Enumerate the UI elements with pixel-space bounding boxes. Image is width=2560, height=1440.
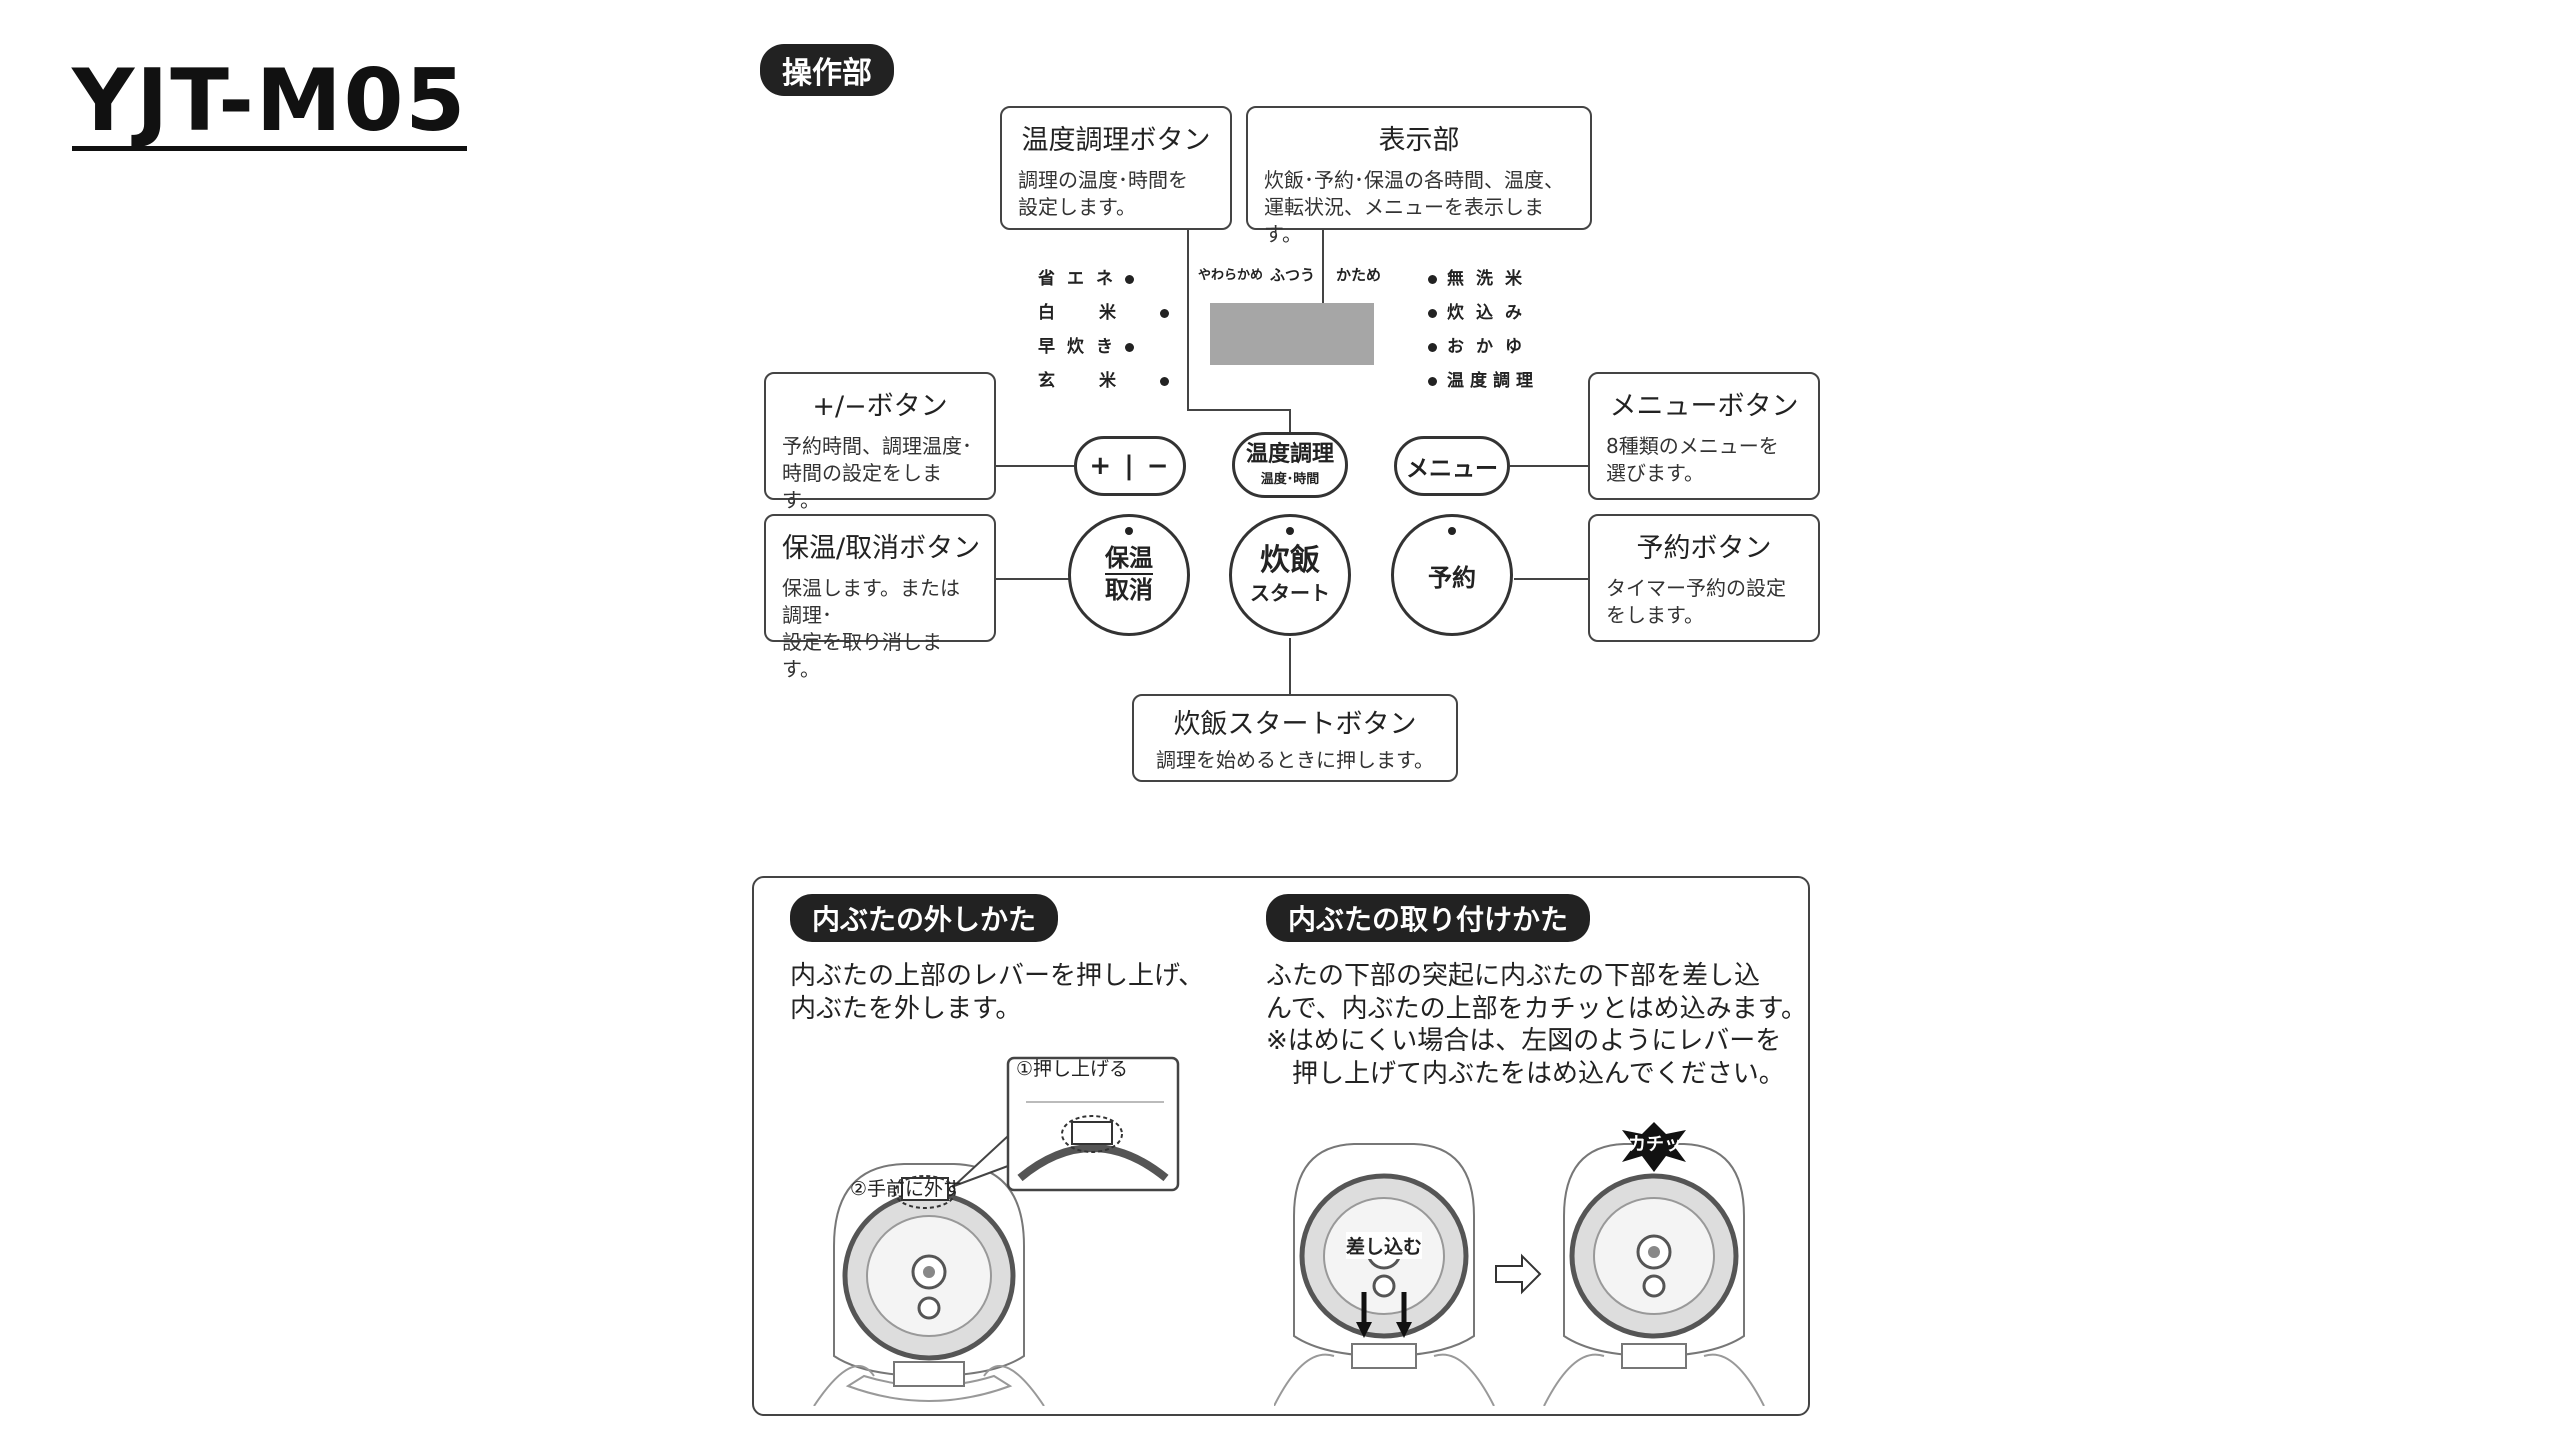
level-normal: ふつう: [1270, 266, 1316, 284]
connector-line: [996, 578, 1070, 580]
indicator-okayu: おかゆ: [1428, 332, 1534, 357]
callout-desc: 8種類のメニューを 選びます。: [1606, 434, 1779, 485]
callout-title: 保温/取消ボタン: [782, 533, 981, 564]
callout-desc: 炊飯･予約･保温の各時間、温度、 運転状況、メニューを表示します。: [1264, 168, 1564, 246]
callout-temp-button: 温度調理ボタン 調理の温度･時間を 設定します。: [1000, 106, 1232, 230]
indicator-dot: [1160, 376, 1169, 386]
step2-label: ②手前に外す: [850, 1178, 963, 1200]
connector-line: [1289, 409, 1291, 435]
heading-remove-inner-lid: 内ぶたの外しかた: [790, 894, 1059, 942]
callout-display: 表示部 炊飯･予約･保温の各時間、温度、 運転状況、メニューを表示します。: [1246, 106, 1592, 246]
menu-button[interactable]: メニュー: [1394, 436, 1510, 496]
remove-lid-illustration: [813, 1056, 1180, 1406]
led-indicator: [1448, 527, 1456, 535]
indicator-temp-cooking: 温度調理: [1428, 366, 1539, 391]
indicator-takikomi: 炊込み: [1428, 298, 1534, 323]
remove-instructions: 内ぶたの上部のレバーを押し上げ、 内ぶたを外します。: [790, 961, 1205, 1024]
callout-title: 炊飯スタートボタン: [1173, 709, 1417, 740]
keepwarm-label: 保温: [1105, 544, 1153, 575]
connector-line: [1514, 578, 1588, 580]
callout-plusminus-button: +/−ボタン 予約時間、調理温度･ 時間の設定をします。: [764, 372, 996, 512]
connector-line: [1510, 465, 1588, 467]
start-button[interactable]: 炊飯 スタート: [1229, 514, 1351, 636]
indicator-dot: [1428, 308, 1437, 318]
indicator-dot: [1125, 342, 1134, 352]
heading-attach-inner-lid: 内ぶたの取り付けかた: [1266, 894, 1591, 942]
callout-reserve-button: 予約ボタン タイマー予約の設定 をします。: [1588, 514, 1820, 642]
insert-label: 差し込む: [1346, 1232, 1423, 1259]
callout-title: +/−ボタン: [812, 391, 948, 422]
indicator-dot: [1160, 308, 1169, 318]
keepwarm-cancel-button[interactable]: 保温 取消: [1068, 514, 1190, 636]
reserve-label: 予約: [1428, 563, 1476, 592]
indicator-dot: [1428, 274, 1437, 284]
callout-desc: 予約時間、調理温度･ 時間の設定をします。: [782, 434, 972, 512]
attach-instructions: ふたの下部の突起に内ぶたの下部を差し込 んで、内ぶたの上部をカチッとはめ込みます…: [1266, 961, 1808, 1089]
click-sound-label: カチッ: [1628, 1134, 1682, 1155]
callout-title: メニューボタン: [1609, 391, 1799, 422]
indicator-dot: [1428, 342, 1437, 352]
indicator-eco: 省エネ: [1038, 264, 1134, 289]
callout-desc: タイマー予約の設定 をします。: [1606, 576, 1786, 627]
temp-cooking-label: 温度調理: [1245, 442, 1334, 468]
inner-lid-instructions-panel: 内ぶたの外しかた 内ぶたの上部のレバーを押し上げ、 内ぶたを外します。 内ぶたの…: [752, 876, 1810, 1416]
document-title: YJT-M05: [72, 51, 468, 151]
indicator-quick: 早炊き: [1038, 332, 1134, 357]
indicator-white-rice: 白米: [1038, 298, 1169, 323]
indicator-dot: [1125, 274, 1134, 284]
indicator-dot: [1428, 376, 1437, 386]
connector-line: [1187, 409, 1291, 411]
connector-line: [1289, 638, 1291, 694]
callout-keepwarm-button: 保温/取消ボタン 保温します。または調理･ 設定を取り消します。: [764, 514, 996, 681]
connector-line: [1322, 230, 1324, 303]
start-main-label: 炊飯: [1260, 543, 1320, 578]
callout-start-button: 炊飯スタートボタン 調理を始めるときに押します。: [1132, 694, 1458, 782]
led-indicator: [1125, 527, 1133, 535]
indicator-musenmai: 無洗米: [1428, 264, 1534, 289]
temp-cooking-button[interactable]: 温度調理 温度･時間: [1232, 432, 1348, 498]
connector-line: [1187, 230, 1189, 410]
level-firm: かため: [1336, 266, 1382, 284]
level-soft: やわらかめ: [1198, 268, 1264, 283]
step1-label: ①押し上げる: [1016, 1058, 1129, 1080]
temp-cooking-sublabel: 温度･時間: [1260, 471, 1320, 487]
callout-title: 表示部: [1378, 125, 1460, 156]
callout-menu-button: メニューボタン 8種類のメニューを 選びます。: [1588, 372, 1820, 500]
reserve-button[interactable]: 予約: [1391, 514, 1513, 636]
connector-line: [996, 465, 1074, 467]
section-label-control-panel: 操作部: [760, 44, 894, 96]
attach-lid-illustration: [1274, 1122, 1765, 1406]
callout-desc: 調理を始めるときに押します。: [1156, 748, 1434, 772]
led-indicator: [1286, 527, 1294, 535]
indicator-brown-rice: 玄米: [1038, 366, 1169, 391]
callout-desc: 調理の温度･時間を 設定します。: [1018, 168, 1188, 219]
callout-desc: 保温します。または調理･ 設定を取り消します。: [782, 576, 960, 681]
display-screen: [1210, 303, 1374, 365]
start-sub-label: スタート: [1250, 581, 1330, 605]
callout-title: 予約ボタン: [1636, 533, 1772, 564]
plus-minus-button[interactable]: + | −: [1074, 436, 1186, 496]
callout-title: 温度調理ボタン: [1021, 125, 1211, 156]
cancel-label: 取消: [1105, 575, 1153, 604]
